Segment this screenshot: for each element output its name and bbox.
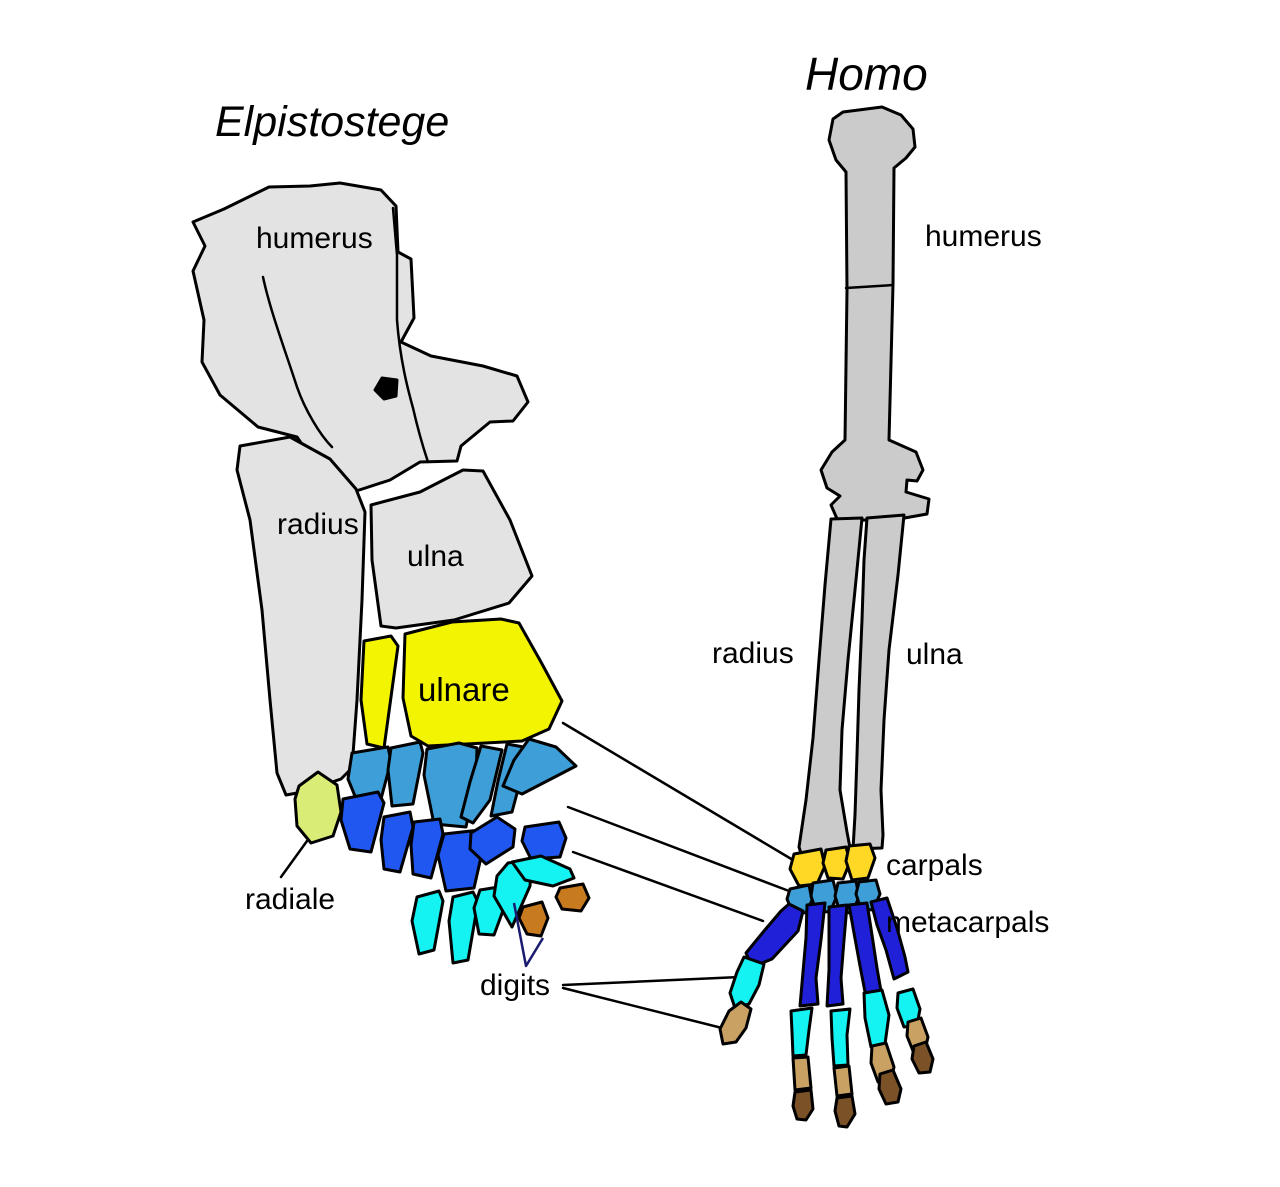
middle-middle-phalanx-bone	[832, 1064, 854, 1098]
radiale-leader-line	[279, 839, 309, 879]
homo-title: Homo	[805, 48, 928, 100]
elpistostege-digit-bone-1	[410, 889, 445, 956]
digits-connector-line-1	[561, 975, 742, 987]
homo-radius-bone	[797, 516, 864, 862]
homo-humerus-label: humerus	[925, 220, 1042, 253]
digits-label: digits	[480, 969, 551, 1002]
index-distal-phalanx-bone	[791, 1088, 815, 1122]
elpistostege-title: Elpistostege	[215, 98, 450, 146]
elpistostege-ulna-label: ulna	[407, 540, 464, 573]
humerus-foramen-spot	[373, 376, 399, 401]
ulnare-bone	[401, 617, 564, 748]
elpistostege-radius-bone	[235, 435, 367, 797]
distal-radial-bone-3	[409, 817, 445, 880]
homo-radius-label: radius	[712, 637, 794, 670]
homo-ulna-bone	[851, 513, 906, 851]
elpistostege-figure	[191, 181, 591, 968]
distal-radial-bone-6	[520, 820, 568, 861]
pinky-distal-phalanx-bone	[910, 1040, 935, 1075]
homo-humerus-bone	[819, 105, 931, 523]
elpistostege-digit-tip-bone-2	[554, 882, 591, 913]
index-proximal-phalanx-bone	[789, 1006, 814, 1058]
connector-line-1	[561, 721, 795, 862]
distal-radial-bone-5	[468, 815, 517, 866]
ulnare-label: ulnare	[418, 671, 510, 708]
carpals-label: carpals	[886, 849, 983, 882]
elpistostege-radius-label: radius	[277, 508, 359, 541]
metacarpal-bone-3	[825, 903, 849, 1008]
connector-line-2	[566, 805, 791, 893]
connector-line-3	[571, 850, 765, 923]
humerus-crack-left	[261, 275, 334, 449]
radiale-bone	[293, 770, 343, 845]
middle-proximal-phalanx-bone	[829, 1007, 852, 1068]
thumb-proximal-phalanx-bone	[728, 955, 766, 1010]
proximal-radial-bone-6	[501, 737, 578, 796]
elpistostege-digit-tip-bone-1	[517, 900, 550, 938]
elpistostege-digit-bone-2	[447, 890, 480, 965]
index-middle-phalanx-bone	[791, 1055, 813, 1092]
metacarpal-bone-1	[744, 902, 805, 969]
elpistostege-humerus-bone	[191, 181, 530, 496]
humerus-crack-right	[391, 206, 430, 464]
proximal-radial-bone-2	[386, 740, 425, 808]
ring-distal-phalanx-bone	[877, 1068, 903, 1106]
metacarpal-bone-5	[869, 896, 910, 981]
elpistostege-carpal-strip-bone	[359, 634, 400, 750]
carpal-bone-3	[844, 842, 877, 882]
homo-ulna-label: ulna	[906, 638, 963, 671]
distal-radial-bone-1	[339, 790, 386, 854]
homo-figure	[718, 105, 935, 1129]
elpistostege-humerus-label: humerus	[256, 222, 373, 255]
elpistostege-ulna-bone	[369, 468, 534, 630]
elpistostege-digit-bone-5	[510, 854, 576, 888]
distal-radial-bone-2	[379, 810, 415, 874]
thumb-distal-phalanx-bone	[718, 1000, 753, 1046]
proximal-radial-bone-4	[459, 744, 504, 825]
radiale-label: radiale	[245, 883, 336, 916]
digits-connector-line-2	[561, 986, 728, 1031]
metacarpals-label: metacarpals	[886, 906, 1050, 939]
digits-pointer-v	[512, 902, 545, 968]
homology-connector-lines	[561, 721, 795, 1031]
middle-distal-phalanx-bone	[833, 1094, 857, 1129]
carpal-bone-2	[821, 845, 852, 881]
carpal-bone-1	[788, 847, 827, 888]
homo-humerus-shaft-line	[844, 283, 895, 290]
ring-proximal-phalanx-bone	[862, 988, 891, 1049]
metacarpal-bone-2	[798, 901, 827, 1008]
